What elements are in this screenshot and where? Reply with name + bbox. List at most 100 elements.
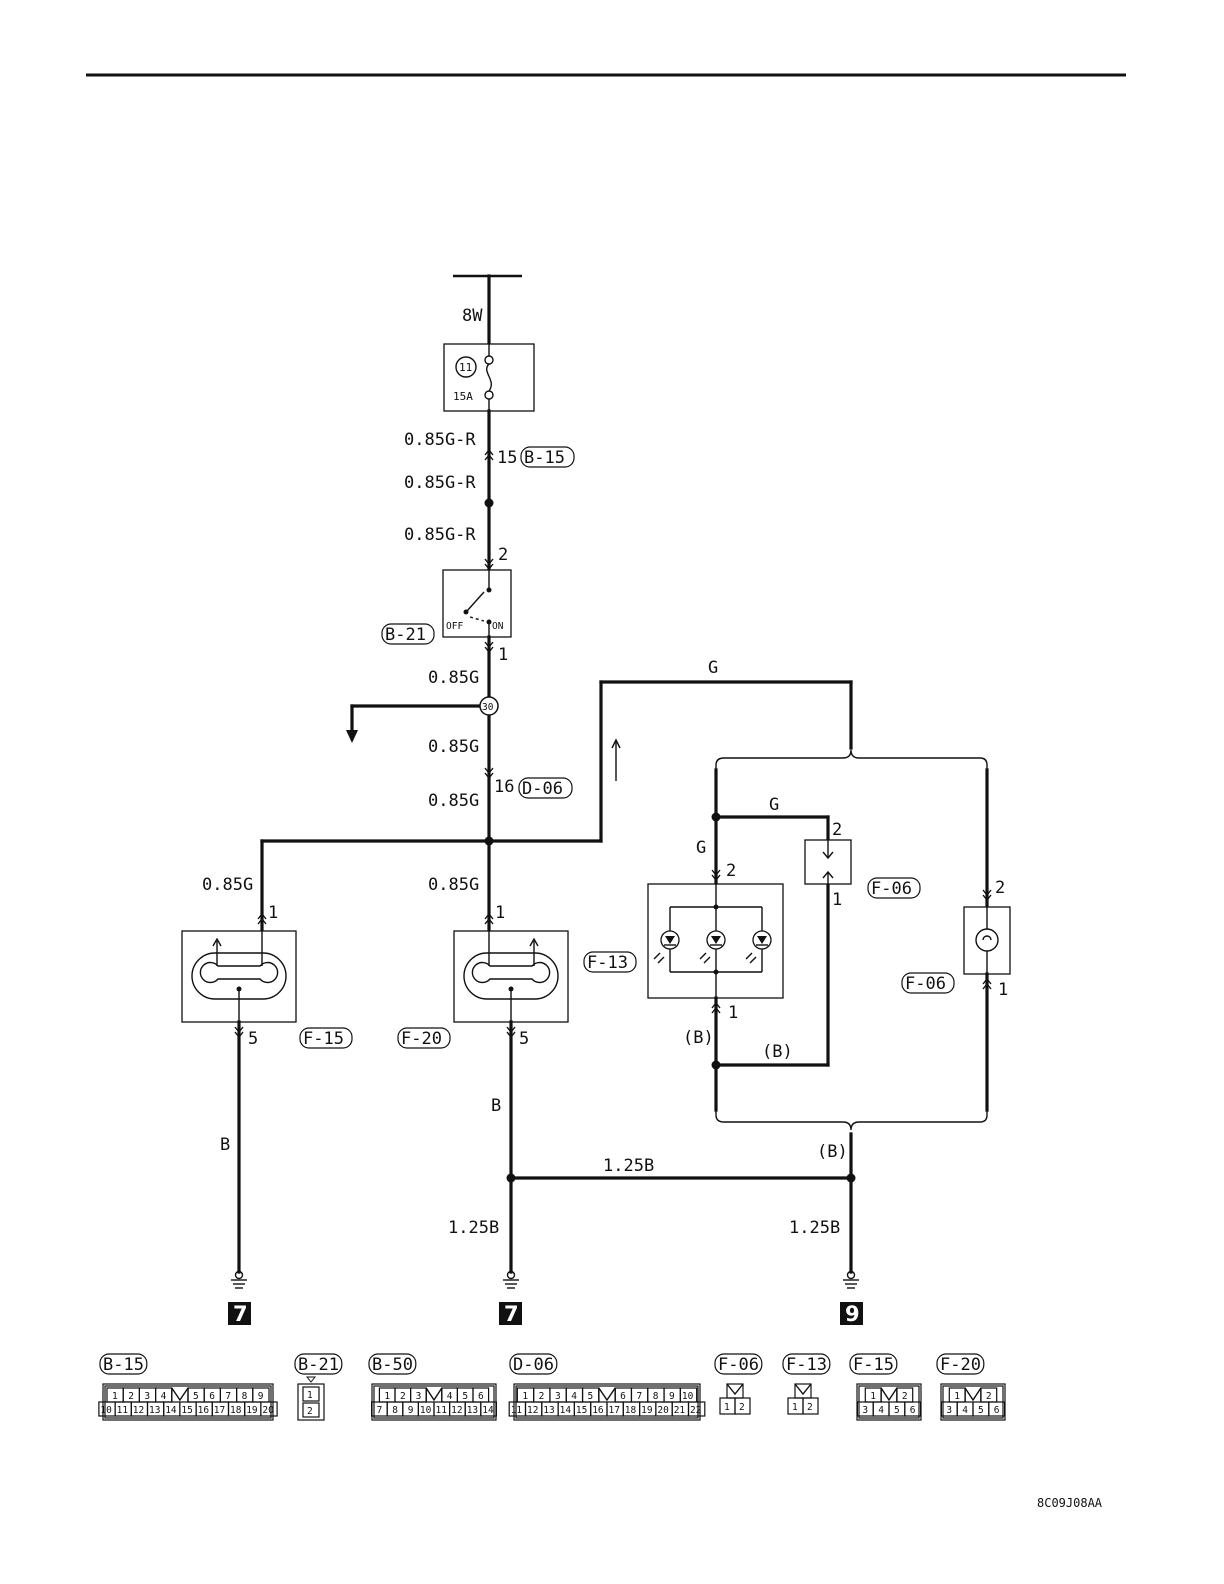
- connector-view-tag: F-06: [718, 1355, 759, 1375]
- connector-pin: 6: [209, 1391, 215, 1402]
- connector-pin: 1: [522, 1391, 528, 1402]
- connector-view-tag: F-13: [786, 1355, 827, 1375]
- connector-pin: 12: [133, 1405, 144, 1416]
- connector-pin: 10: [420, 1405, 432, 1416]
- connector-pin: 6: [994, 1405, 1000, 1416]
- connector-view-tag: F-15: [853, 1355, 894, 1375]
- connector-view-tag-box: [782, 1353, 831, 1375]
- pin-f20-top: 1: [495, 903, 505, 923]
- connector-view-tag-box: [99, 1353, 148, 1375]
- connector-pin: 18: [230, 1405, 242, 1416]
- connector-pin: 16: [198, 1405, 210, 1416]
- pin-f06a-top: 2: [832, 820, 842, 840]
- connector-pin: 2: [902, 1391, 908, 1402]
- connector-pin: 18: [625, 1405, 637, 1416]
- connector-pin: 5: [588, 1391, 594, 1402]
- ground-badge: [840, 1302, 863, 1325]
- connector-view-tag-box: [714, 1353, 763, 1375]
- connector-pin: 1: [792, 1402, 798, 1413]
- wire-label-left-ground: B: [220, 1135, 230, 1155]
- pin-f13-bot: 1: [728, 1003, 738, 1023]
- connector-pin: 3: [862, 1405, 868, 1416]
- connector-tag-b15: B-15: [524, 448, 565, 468]
- connector-pin: 6: [910, 1405, 916, 1416]
- wire-label-ground-bus: 1.25B: [603, 1156, 654, 1176]
- connector-pin: 2: [986, 1391, 992, 1402]
- connector-pin: 7: [377, 1405, 383, 1416]
- led-lamp-f13: [647, 883, 784, 999]
- connector-pin: 13: [467, 1405, 478, 1416]
- connector-tag-f06a-box: [867, 877, 921, 899]
- device-f06a: [804, 839, 852, 885]
- connector-pin: 8: [242, 1391, 248, 1402]
- wire-label-right-inner: G: [769, 795, 779, 815]
- ground-number: 7: [233, 1302, 248, 1326]
- connector-pin: 15: [576, 1405, 587, 1416]
- connector-pin: 2: [400, 1391, 406, 1402]
- connector-view-tag: B-15: [103, 1355, 144, 1375]
- connector-pin: 2: [128, 1391, 134, 1402]
- connector-tag-d06-box: [518, 777, 573, 799]
- connector-pin: 19: [246, 1405, 258, 1416]
- connector-view-body: [734, 1397, 751, 1415]
- connector-pin: 4: [878, 1405, 884, 1416]
- connector-pin: 1: [954, 1391, 960, 1402]
- connector-tag-f15: F-15: [303, 1029, 344, 1049]
- connector-pin: 5: [894, 1405, 900, 1416]
- ground-badge: [228, 1302, 251, 1325]
- junction-dot: [506, 1173, 516, 1183]
- connector-pin: 13: [543, 1405, 554, 1416]
- connector-view-tag-box: [294, 1353, 343, 1375]
- wire-label-center-branch: 0.85G: [428, 875, 479, 895]
- fuse-block: 11 15A: [443, 343, 535, 412]
- connector-pin: 20: [657, 1405, 669, 1416]
- connector-pin: 3: [555, 1391, 561, 1402]
- connector-pin: 9: [258, 1391, 264, 1402]
- connector-pin: 11: [436, 1405, 448, 1416]
- ground-symbol: [231, 1270, 247, 1289]
- wire-label-left-branch: 0.85G: [202, 875, 253, 895]
- connector-pin: 20: [262, 1405, 274, 1416]
- wire-label-right-inner-down: G: [696, 838, 706, 858]
- connector-tag-f15-box: [299, 1027, 353, 1049]
- connector-pin: 14: [560, 1405, 572, 1416]
- brace-top: [715, 749, 988, 770]
- connector-pin: 2: [539, 1391, 545, 1402]
- connector-pin: 2: [739, 1402, 745, 1413]
- connector-pin: 9: [408, 1405, 414, 1416]
- connector-pin: 17: [214, 1405, 225, 1416]
- connector-pin: 11: [511, 1405, 523, 1416]
- switch-on-label: ON: [492, 621, 504, 632]
- switch-off-label: OFF: [446, 621, 463, 632]
- connector-pin: 4: [447, 1391, 453, 1402]
- fuse-rating: 15A: [453, 390, 473, 403]
- lamp-f15: [181, 930, 297, 1023]
- connector-pin: 8: [653, 1391, 659, 1402]
- wire-label-b1: (B): [683, 1028, 714, 1048]
- wire-label-fuse-out: 0.85G-R: [404, 473, 476, 493]
- pin-d06: 16: [494, 777, 514, 797]
- wire-label-ground9: 1.25B: [789, 1218, 840, 1238]
- pin-f06b-top: 2: [995, 878, 1005, 898]
- connector-pin: 10: [682, 1391, 694, 1402]
- connector-pin: 15: [181, 1405, 192, 1416]
- connector-pin: 6: [478, 1391, 484, 1402]
- wire-label-supply: 8W: [462, 306, 483, 326]
- wire-label-switch-out: 0.85G: [428, 668, 479, 688]
- wire-label-d06-out: 0.85G: [428, 791, 479, 811]
- wire-label-mid: 0.85G: [428, 737, 479, 757]
- connector-pin: 3: [144, 1391, 150, 1402]
- wire-label-center-ground: B: [491, 1096, 501, 1116]
- connector-pin: 7: [225, 1391, 231, 1402]
- connector-view-tag: F-20: [940, 1355, 981, 1375]
- wire-label-ground7: 1.25B: [448, 1218, 499, 1238]
- connector-pin: 22: [690, 1405, 701, 1416]
- connector-view-body: [802, 1397, 819, 1415]
- switch-b21: OFF ON: [442, 569, 512, 638]
- connector-pin: 2: [307, 1406, 313, 1417]
- connector-pin: 19: [641, 1405, 653, 1416]
- connector-view-tag-box: [368, 1353, 417, 1375]
- connector-view-tag: D-06: [513, 1355, 554, 1375]
